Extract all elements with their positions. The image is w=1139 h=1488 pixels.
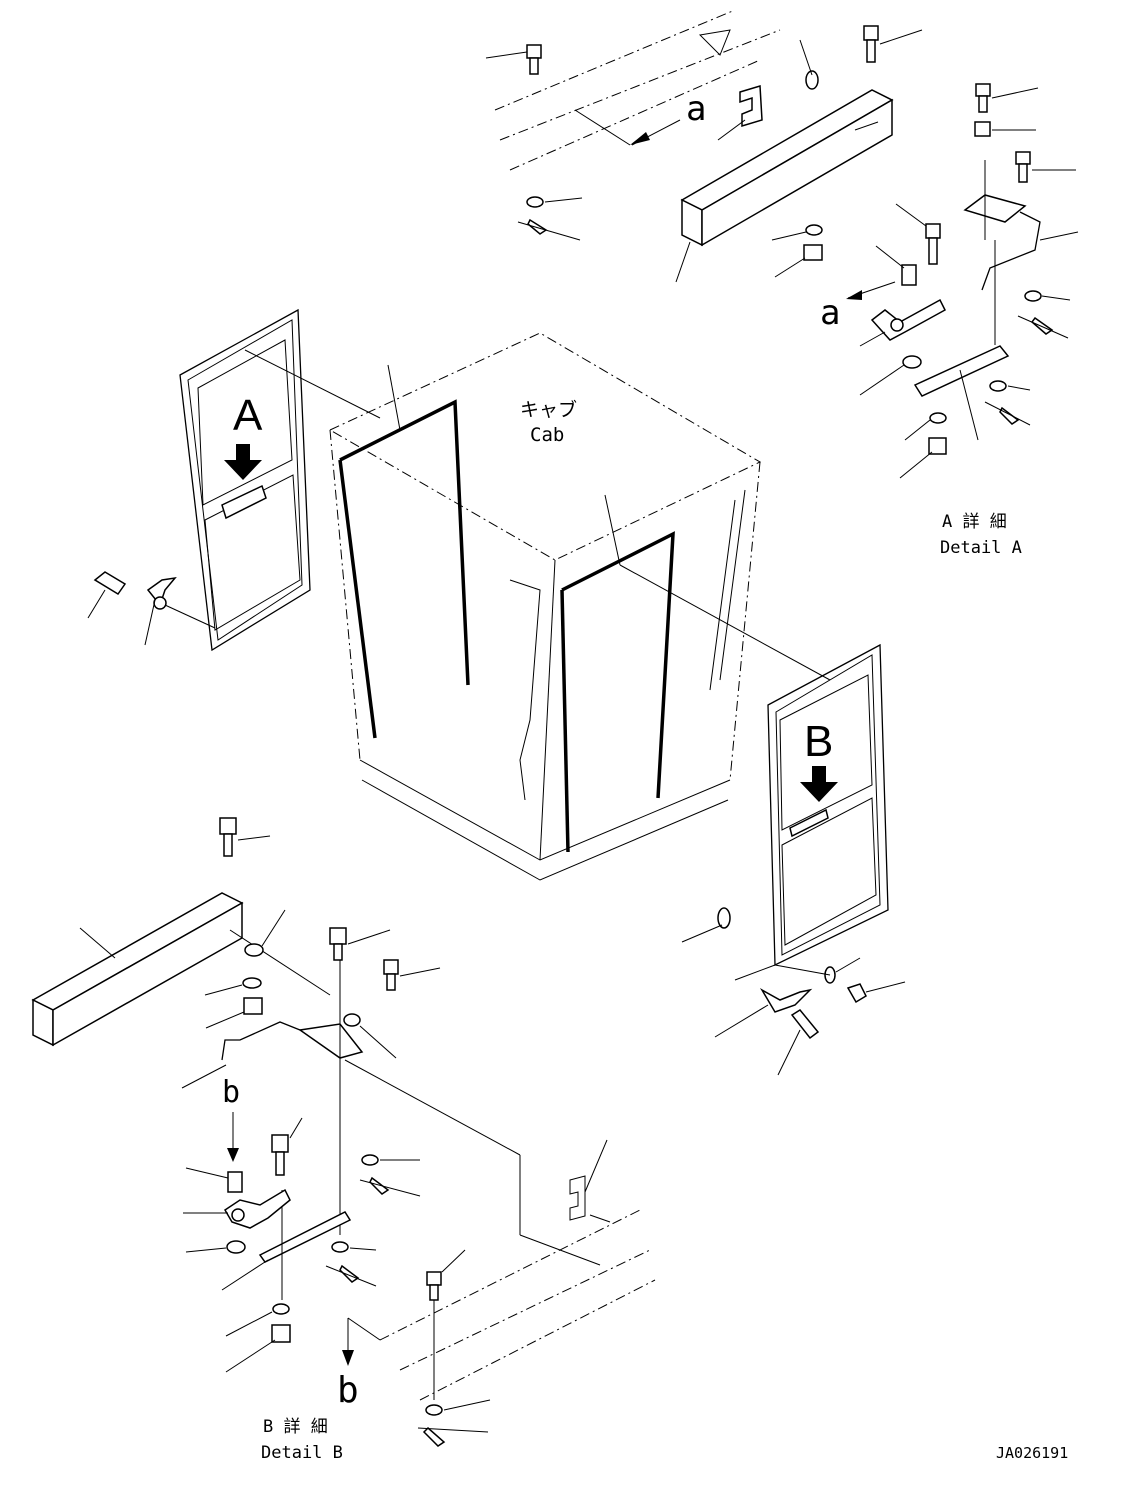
detail-b-lever-bracket [181,960,601,1266]
right-door-latch [681,907,906,1076]
ref-b-upper: b [222,1075,240,1110]
detail-a-lever-bracket [963,160,1079,291]
detail-a-title-en: Detail A [940,538,1022,558]
view-b-arrow-icon [800,766,838,802]
cab-label-jp: キャブ [520,398,577,421]
view-a-arrow-icon [224,444,262,480]
detail-a-bracket-beam [675,89,894,283]
seal-leader-lines [244,349,831,681]
detail-a-title-jp: A 詳 細 [942,512,1007,532]
view-a-marker: A [233,391,263,440]
ref-b-lower: b [337,1370,359,1411]
detail-b-title-en: Detail B [261,1443,343,1463]
left-latch-bolt [87,571,127,619]
cab-label-en: Cab [530,424,564,446]
ref-a-mid: a [820,293,840,333]
detail-b-bracket-beam [31,892,331,1047]
detail-a-floor [494,9,781,171]
left-door-latch [144,576,216,646]
detail-b-floor [379,1139,656,1401]
right-window-panel [767,643,889,967]
door-seal-left [338,399,470,739]
detail-a-clip [717,85,763,141]
detail-b-title-jp: B 詳 細 [263,1417,328,1437]
drawing-id: JA026191 [996,1444,1068,1462]
view-b-marker: B [804,717,833,766]
detail-b-link-plate [221,1190,352,1300]
detail-b-ref-arrows [227,1112,381,1366]
detail-a-hinge [859,298,946,347]
detail-a-bolts [485,25,1076,265]
detail-b-hinge [183,1188,291,1229]
detail-a-washers-nuts [517,39,1071,479]
detail-b-washers-nuts [185,909,491,1447]
detail-a-ref-arrows [574,109,896,300]
left-window-panel [179,308,311,652]
detail-a-link-plate [913,240,1010,441]
door-seal-right [560,531,675,853]
detail-b-bolts [219,817,466,1301]
cab-body [328,332,762,881]
ref-a-top: a [686,89,706,129]
